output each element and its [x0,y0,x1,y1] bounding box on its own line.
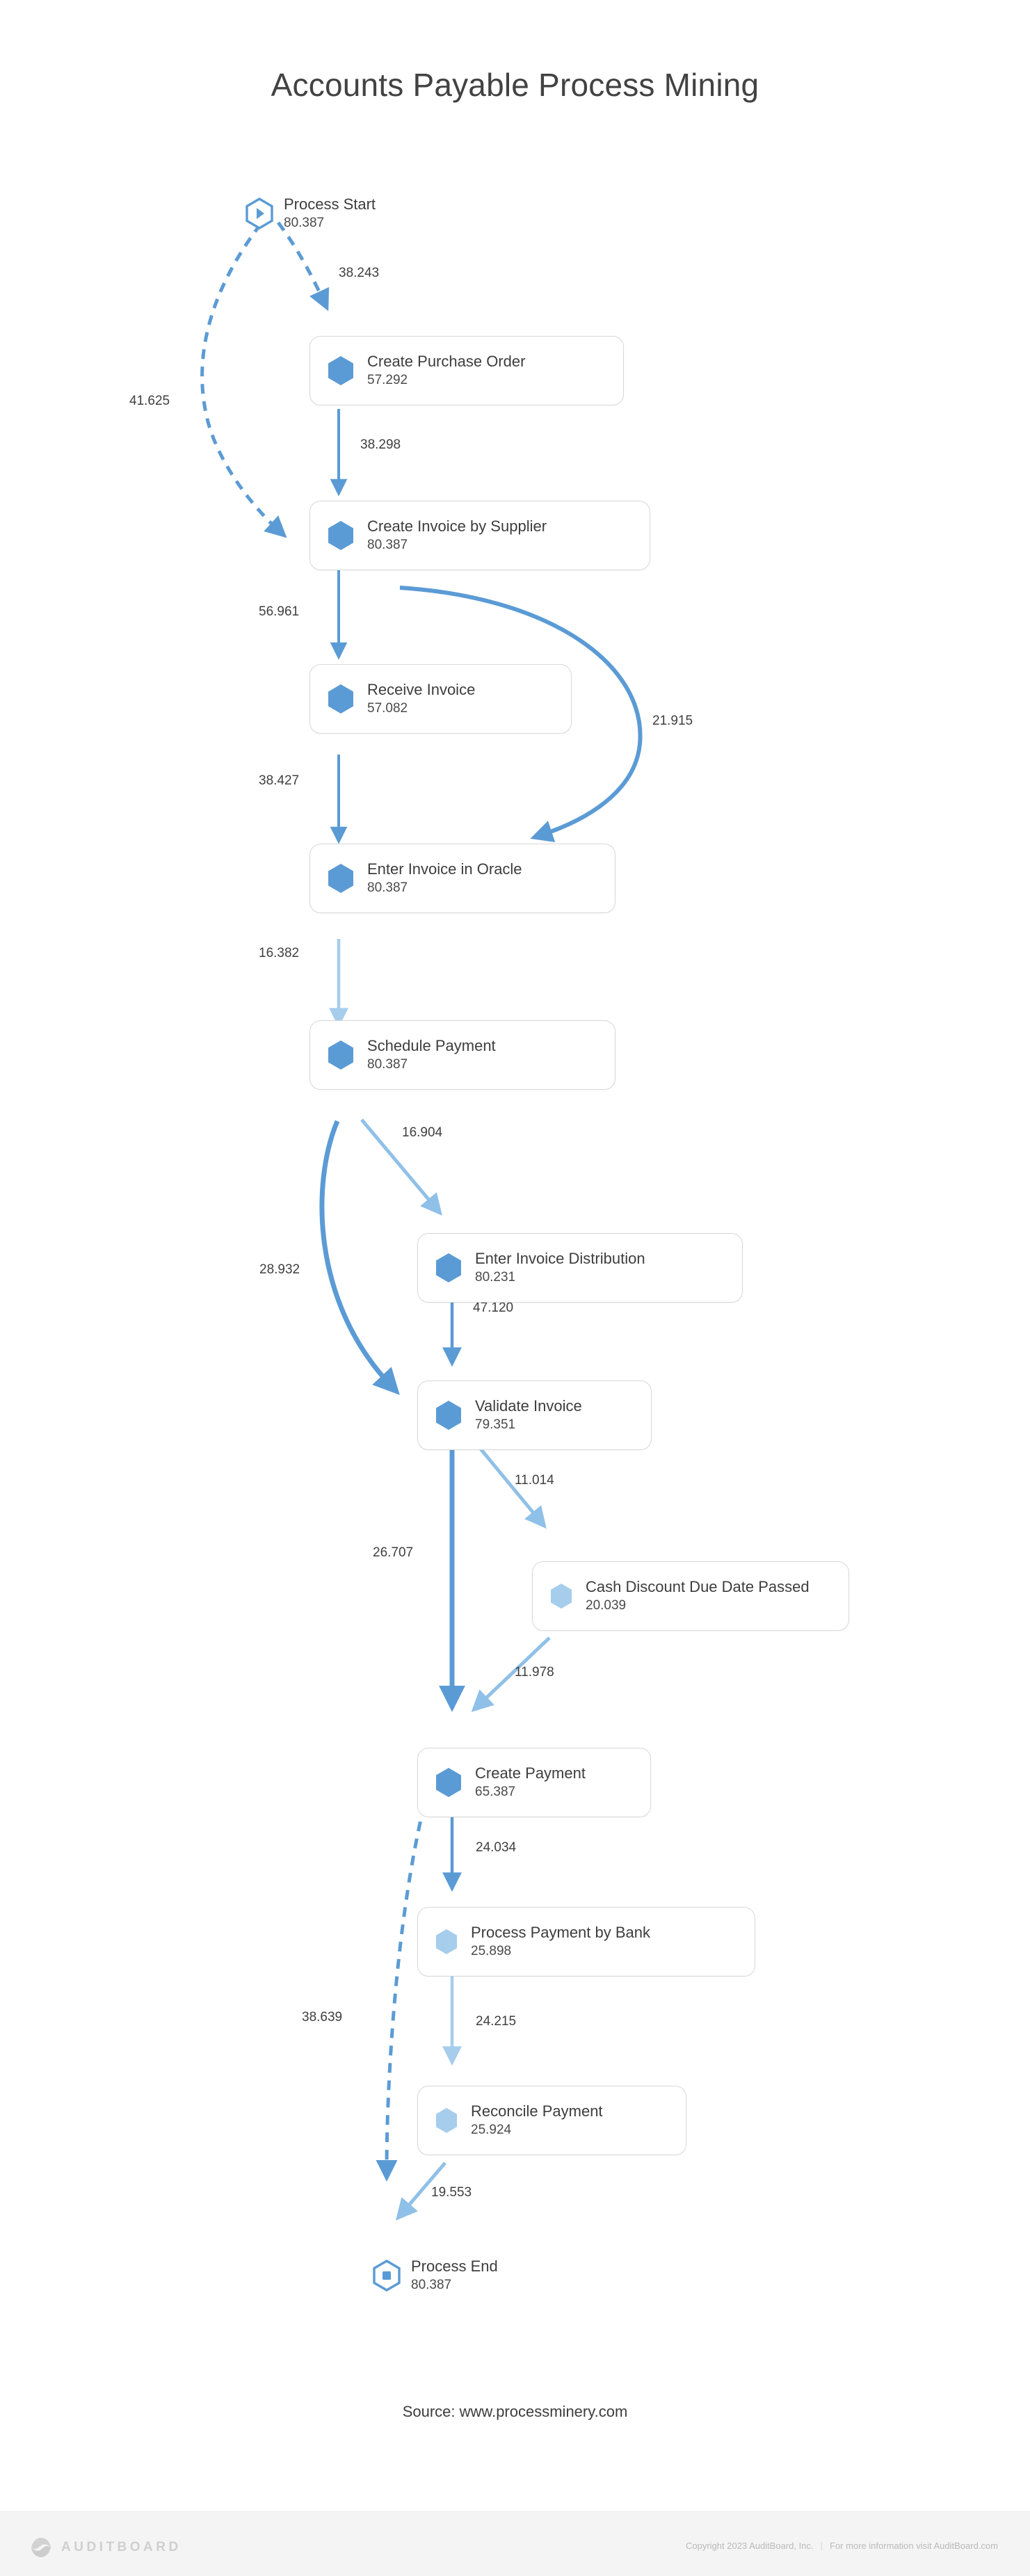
source-caption: Source: www.processminery.com [402,2403,628,2420]
node-label: Create Payment [475,1764,586,1782]
node-reconcile-payment[interactable]: Reconcile Payment 25.924 [417,2086,686,2155]
node-enter-invoice-in-oracle[interactable]: Enter Invoice in Oracle 80.387 [309,844,615,913]
node-text: Reconcile Payment 25.924 [471,2102,603,2139]
node-label: Receive Invoice [367,680,476,698]
node-text: Process Payment by Bank 25.898 [471,1923,650,1961]
hexagon-icon [435,2107,458,2134]
edge-label-po-to-invsup: 38.298 [360,437,401,452]
hexagon-play-icon [245,197,274,230]
node-value: 65.387 [475,1785,516,1800]
edge-label-start-to-invsup: 41.625 [129,394,170,408]
node-cash-discount-due-date-passed[interactable]: Cash Discount Due Date Passed 20.039 [532,1561,849,1631]
node-process-end[interactable]: Process End 80.387 [372,2257,498,2294]
auditboard-logo: AUDITBOARD [29,2536,182,2559]
hexagon-icon [327,1040,355,1070]
node-value: 80.387 [411,2277,452,2292]
edge-label-cashdisc-to-createpay: 11.978 [515,1665,554,1680]
edge-label-schedule-to-validate: 28.932 [259,1262,300,1277]
node-label: Enter Invoice Distribution [475,1249,645,1267]
node-value: 80.387 [367,1057,408,1072]
node-value: 80.231 [475,1270,516,1285]
node-label: Process Payment by Bank [471,1923,651,1941]
footer-separator: | [820,2541,823,2551]
footer-copyright: Copyright 2023 AuditBoard, Inc. [686,2541,814,2551]
node-text: Create Invoice by Supplier 80.387 [367,517,547,554]
node-validate-invoice[interactable]: Validate Invoice 79.351 [417,1380,652,1450]
node-label: Schedule Payment [367,1036,496,1054]
node-value: 57.292 [367,373,408,388]
node-text: Process Start 80.387 [284,195,376,232]
node-text: Validate Invoice 79.351 [475,1396,582,1434]
hexagon-icon [435,1929,458,1955]
node-value: 80.387 [284,215,325,230]
node-label: Cash Discount Due Date Passed [586,1577,810,1595]
node-label: Create Purchase Order [367,352,526,370]
node-receive-invoice[interactable]: Receive Invoice 57.082 [309,664,572,734]
node-process-start[interactable]: Process Start 80.387 [245,195,376,232]
node-text: Create Payment 65.387 [475,1764,586,1801]
node-value: 57.082 [367,701,408,716]
node-value: 80.387 [367,538,408,553]
edge-label-bankpay-to-reconcile: 24.215 [476,2014,517,2029]
node-create-invoice-by-supplier[interactable]: Create Invoice by Supplier 80.387 [309,501,650,570]
page-title: Accounts Payable Process Mining [271,67,759,103]
edge-label-invsup-to-recinv: 56.961 [259,604,300,619]
edge-label-createpay-to-end: 38.639 [302,2010,343,2024]
hexagon-icon [435,1767,462,1798]
footer-copyright-block: Copyright 2023 AuditBoard, Inc. | For mo… [686,2541,998,2551]
node-value: 79.351 [475,1417,516,1433]
edge-label-oracle-to-schedule: 16.382 [259,946,300,960]
node-value: 25.924 [471,2123,512,2138]
footer-more-info[interactable]: For more information visit AuditBoard.co… [829,2541,998,2551]
node-text: Schedule Payment 80.387 [367,1036,496,1074]
edge-label-start-to-po: 38.243 [339,266,380,280]
hexagon-stop-icon [372,2259,401,2292]
edge-label-recinv-to-oracle: 38.427 [259,773,300,788]
hexagon-icon [327,863,355,894]
hexagon-icon [327,355,355,386]
hexagon-icon [549,1583,573,1609]
node-value: 25.898 [471,1944,512,1959]
node-schedule-payment[interactable]: Schedule Payment 80.387 [309,1020,615,1090]
edge-label-validate-to-createpay: 26.707 [373,1545,414,1560]
edge-label-invsup-to-oracle: 21.915 [652,714,693,728]
node-create-payment[interactable]: Create Payment 65.387 [417,1748,651,1817]
node-value: 80.387 [367,880,408,896]
edge-schedule-to-validate [319,1120,400,1395]
edge-label-createpay-to-bankpay: 24.034 [476,1840,517,1855]
node-label: Process End [411,2257,498,2275]
edge-start-to-po [276,221,330,312]
node-text: Enter Invoice Distribution 80.231 [475,1249,645,1287]
hexagon-icon [327,684,355,714]
node-text: Cash Discount Due Date Passed 20.039 [586,1577,810,1615]
auditboard-wordmark: AUDITBOARD [61,2540,182,2554]
node-label: Create Invoice by Supplier [367,517,547,535]
edge-label-validate-to-cashdisc: 11.014 [515,1473,554,1488]
node-label: Process Start [284,195,376,213]
node-label: Enter Invoice in Oracle [367,860,522,878]
node-text: Enter Invoice in Oracle 80.387 [367,860,522,897]
node-enter-invoice-distribution[interactable]: Enter Invoice Distribution 80.231 [417,1233,743,1303]
node-label: Validate Invoice [475,1396,582,1415]
auditboard-mark-icon [31,2538,51,2557]
node-create-purchase-order[interactable]: Create Purchase Order 57.292 [309,336,624,405]
hexagon-icon [435,1253,462,1283]
node-label: Reconcile Payment [471,2102,603,2120]
page-footer: AUDITBOARD Copyright 2023 AuditBoard, In… [0,2511,1030,2576]
edge-start-to-invsup [200,223,287,538]
edge-label-reconcile-to-end: 19.553 [431,2185,472,2200]
edge-label-schedule-to-distrib: 16.904 [402,1125,443,1140]
node-value: 20.039 [586,1598,627,1613]
hexagon-icon [327,520,355,551]
edge-label-distrib-to-validate: 47.120 [473,1301,514,1315]
node-text: Create Purchase Order 57.292 [367,352,525,389]
hexagon-icon [435,1400,462,1431]
node-process-payment-by-bank[interactable]: Process Payment by Bank 25.898 [417,1907,755,1977]
node-text: Process End 80.387 [411,2257,498,2294]
node-text: Receive Invoice 57.082 [367,680,475,718]
